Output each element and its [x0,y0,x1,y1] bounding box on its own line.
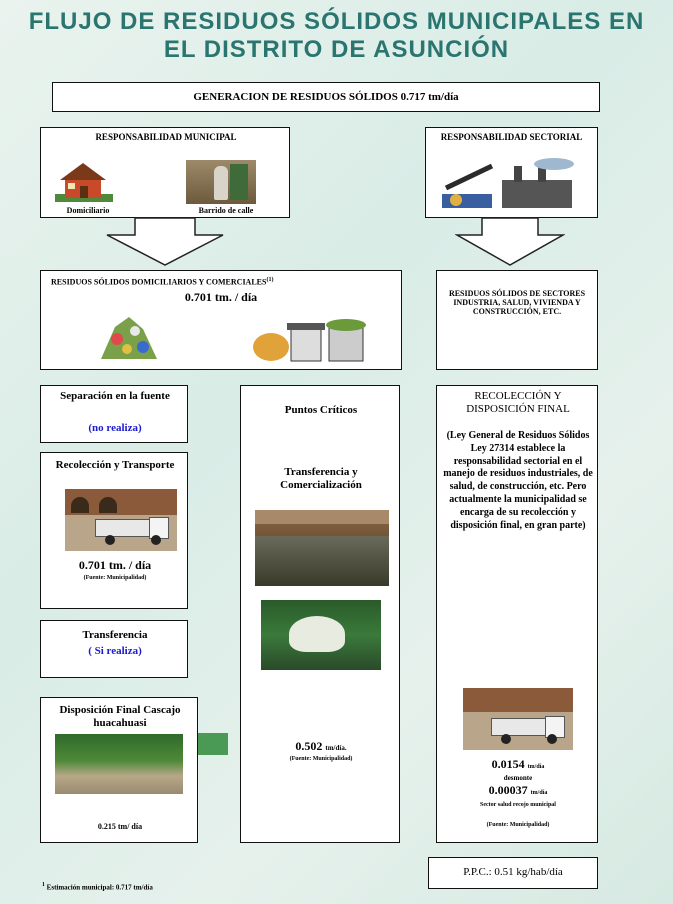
separation-title: Separación en la fuente [60,390,170,402]
right-label1: desmonte [503,774,533,782]
right-amount2: 0.00037 tm/día [443,783,593,798]
domiciliario-label: Domiciliario [66,206,110,215]
trash-cans-icon [253,319,366,362]
disposal-box: Disposición Final Cascajo huacahuasi 0.2… [40,697,198,843]
collection-source: (Fuente: Municipalidad) [83,575,147,581]
right-amount1-value: 0.0154 [491,757,525,771]
sectorial-responsibility-box: RESPONSABILIDAD SECTORIAL [425,127,598,218]
garbage-pile-icon [101,317,157,359]
center-subtitle: Transferencia y Comercialización [280,466,362,491]
domestic-waste-box: RESIDUOS SÓLIDOS DOMICILIARIOS Y COMERCI… [40,270,402,370]
transfer-site-photo [255,510,389,586]
green-arrow [198,733,228,755]
transfer-title: Transferencia [82,629,148,641]
center-title: Puntos Críticos [284,404,358,416]
footnote-text: Estimación municipal: 0.717 tm/día [46,883,153,892]
house-icon [55,163,113,202]
domestic-footnote-ref: (1) [266,277,274,283]
center-box: Puntos Críticos Transferencia y Comercia… [240,385,400,843]
right-box: RECOLECCIÓN Y DISPOSICIÓN FINAL (Ley Gen… [436,385,598,843]
street-sweeping-photo [186,160,256,204]
footnote-mark: 1 [42,882,45,888]
disposal-amount: 0.215 tm/ día [97,822,143,831]
right-amount2-unit: tm/día [530,790,548,796]
municipal-responsibility-box: RESPONSABILIDAD MUNICIPAL Domiciliario B… [40,127,290,218]
sector-waste-text: RESIDUOS SÓLIDOS DE SECTORES INDUSTRIA, … [448,289,586,317]
center-amount: 0.502 tm/día. [247,739,395,754]
transfer-status: ( Si realiza) [88,645,142,657]
center-amount-unit: tm/día. [325,744,347,752]
separation-status: (no realiza) [88,422,142,434]
right-title: RECOLECCIÓN Y DISPOSICIÓN FINAL [466,390,570,415]
right-source: (Fuente: Municipalidad) [486,822,550,828]
sectorial-title: RESPONSABILIDAD SECTORIAL [440,132,583,142]
truck-photo [65,489,177,551]
footnote: 1 Estimación municipal: 0.717 tm/día [42,882,153,891]
separation-box: Separación en la fuente (no realiza) [40,385,188,443]
transfer-box: Transferencia ( Si realiza) [40,620,188,678]
collection-title: Recolección y Transporte [55,459,175,471]
generation-box: GENERACION DE RESIDUOS SÓLIDOS 0.717 tm/… [52,82,600,112]
center-amount-value: 0.502 [295,739,323,753]
right-amount1-unit: tm/día [527,764,545,770]
barrido-label: Barrido de calle [198,206,254,215]
page-title-line1: FLUJO DE RESIDUOS SÓLIDOS MUNICIPALES EN [28,8,645,35]
disposal-title: Disposición Final Cascajo huacahuasi [59,704,181,729]
truck-photo-right [463,688,573,750]
industry-icon [442,158,574,208]
domestic-title-text: RESIDUOS SÓLIDOS DOMICILIARIOS Y COMERCI… [51,277,267,287]
right-amount2-value: 0.00037 [488,783,528,797]
center-source: (Fuente: Municipalidad) [289,756,353,762]
landfill-photo [55,734,183,794]
right-label2: Sector salud recojo municipal [480,802,556,808]
municipal-title: RESPONSABILIDAD MUNICIPAL [95,132,237,142]
right-body: (Ley General de Residuos Sólidos Ley 273… [443,430,593,531]
sector-waste-box: RESIDUOS SÓLIDOS DE SECTORES INDUSTRIA, … [436,270,598,370]
page-title-line2: EL DISTRITO DE ASUNCIÓN [163,36,510,63]
domestic-amount: 0.701 tm. / día [184,290,258,304]
ppc-box: P.P.C.: 0.51 kg/hab/día [428,857,598,889]
down-arrow-right [455,217,565,266]
waste-pile-photo [261,600,381,670]
collection-box: Recolección y Transporte 0.701 tm. / día… [40,452,188,609]
domestic-title: RESIDUOS SÓLIDOS DOMICILIARIOS Y COMERCI… [51,277,391,287]
down-arrow-left [106,217,224,266]
collection-amount: 0.701 tm. / día [78,558,152,572]
right-amount1: 0.0154 tm/día [443,757,593,772]
